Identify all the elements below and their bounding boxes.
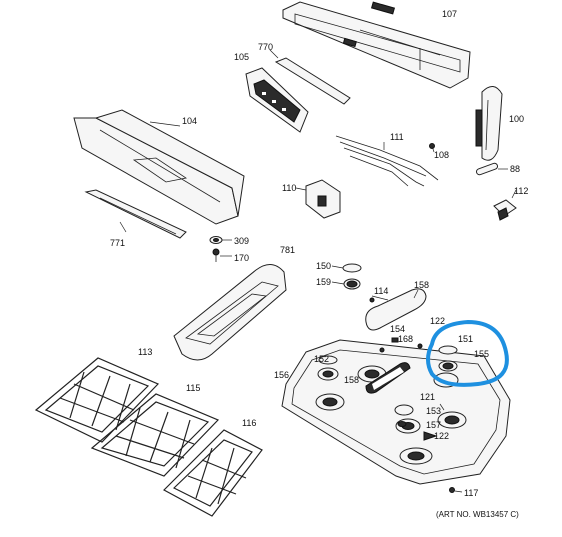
label-121: 121 <box>420 392 435 402</box>
label-117: 117 <box>464 488 478 498</box>
label-155: 155 <box>474 349 489 359</box>
label-105: 105 <box>234 52 249 62</box>
label-150: 150 <box>316 261 331 271</box>
cap-150 <box>331 263 362 273</box>
label-108: 108 <box>434 150 449 160</box>
label-152: 152 <box>314 354 329 364</box>
label-153: 153 <box>426 406 441 416</box>
label-116: 116 <box>242 418 256 428</box>
head-159 <box>331 278 361 290</box>
screw-117 <box>449 487 463 493</box>
label-151: 151 <box>458 334 473 344</box>
wire-harness-111 <box>335 135 439 187</box>
valve-110 <box>295 179 341 219</box>
grate-115 <box>90 393 220 477</box>
label-113: 113 <box>138 347 152 357</box>
clip-88 <box>475 162 508 176</box>
label-104: 104 <box>182 116 197 126</box>
label-770: 770 <box>258 42 273 52</box>
label-114: 114 <box>374 286 388 296</box>
label-781: 781 <box>280 245 295 255</box>
bracket-770 <box>269 49 351 105</box>
bracket-771 <box>84 189 187 239</box>
label-168: 168 <box>398 334 413 344</box>
label-107: 107 <box>442 9 457 19</box>
label-771: 771 <box>110 238 125 248</box>
burner-cover-158 <box>365 288 427 331</box>
grommet-309 <box>209 236 232 244</box>
label-111: 111 <box>390 132 404 142</box>
label-170: 170 <box>234 253 249 263</box>
label-115: 115 <box>186 383 200 393</box>
grate-113 <box>34 357 160 443</box>
label-110: 110 <box>282 183 296 193</box>
tube-114 <box>369 295 389 303</box>
grate-116 <box>163 429 263 517</box>
label-112: 112 <box>514 186 528 196</box>
art-number: (ART NO. WB13457 C) <box>436 510 519 519</box>
control-panel-107 <box>282 1 471 89</box>
label-122-lower: 122 <box>434 431 449 441</box>
switch-112 <box>493 189 517 221</box>
electronic-control-105 <box>245 67 309 133</box>
part-labels: 107 770 105 104 100 111 108 88 112 110 7… <box>110 9 528 519</box>
griddle-781 <box>173 264 287 361</box>
label-158-lower: 158 <box>344 375 359 385</box>
screw-108 <box>429 143 435 153</box>
label-159: 159 <box>316 277 331 287</box>
label-156: 156 <box>274 370 289 380</box>
label-88: 88 <box>510 164 520 174</box>
label-309: 309 <box>234 236 249 246</box>
label-157: 157 <box>426 420 441 430</box>
label-158-upper: 158 <box>414 280 429 290</box>
highlight-circle <box>426 320 509 387</box>
cooktop <box>281 337 511 485</box>
screw-170 <box>212 248 232 262</box>
label-154: 154 <box>390 324 405 334</box>
backguard-104 <box>73 109 245 225</box>
label-122-upper: 122 <box>430 316 445 326</box>
side-trim-100 <box>475 86 503 161</box>
label-100: 100 <box>509 114 524 124</box>
